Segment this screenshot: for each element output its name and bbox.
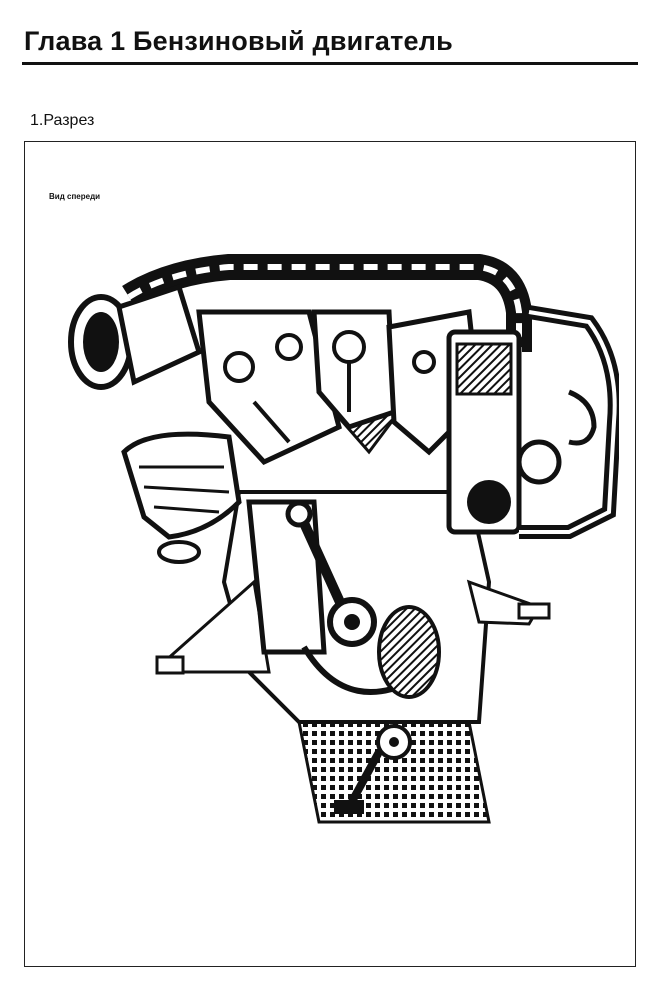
intake-runner-right — [519, 305, 619, 539]
section-heading: 1.Разрез — [30, 112, 95, 129]
figure-frame: Вид спереди — [24, 141, 636, 967]
exhaust-manifold-left — [121, 431, 242, 540]
title-divider — [22, 62, 638, 65]
chapter-title: Глава 1 Бензиновый двигатель — [24, 26, 453, 56]
engine-cross-section-icon — [68, 254, 619, 824]
cylinder-left — [246, 499, 327, 655]
view-caption: Вид спереди — [49, 192, 101, 201]
cylinder-head-left — [196, 309, 342, 466]
